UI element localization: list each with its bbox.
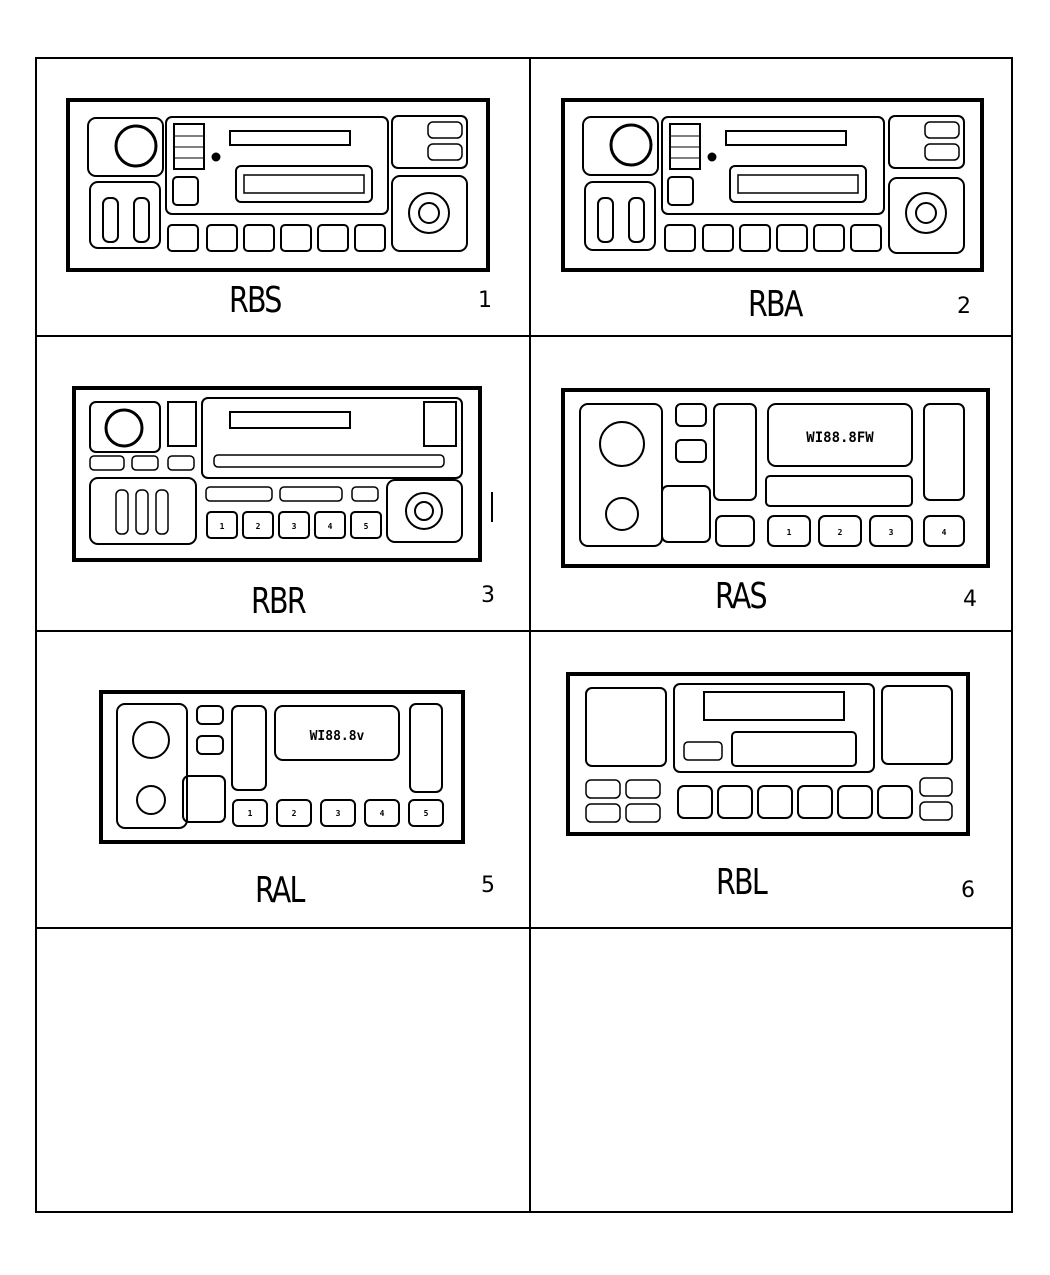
radio-illustration-rbr xyxy=(72,386,493,562)
radio-illustration-ras xyxy=(561,388,990,568)
ral-key-label-5: 5 xyxy=(424,809,429,818)
ral-key-label-3: 3 xyxy=(336,809,341,818)
ras-key-label-1: 1 xyxy=(787,528,792,537)
panel-number-6: 6 xyxy=(961,878,975,903)
ras-display-text: WI88.8FW xyxy=(806,430,874,446)
panel-number-2: 2 xyxy=(957,294,971,319)
panel-code-rba: RBA xyxy=(748,284,803,325)
radio-illustration-rbl xyxy=(566,672,970,836)
panel-code-ral: RAL xyxy=(255,870,305,911)
rbr-key-label-5: 5 xyxy=(364,522,369,531)
radio-illustration-rba xyxy=(561,98,984,272)
panel-number-1: 1 xyxy=(478,288,492,313)
ras-key-label-2: 2 xyxy=(838,528,843,537)
radio-illustration-ral xyxy=(99,690,465,844)
panel-code-rbr: RBR xyxy=(251,581,307,622)
panel-number-4: 4 xyxy=(963,587,977,612)
ral-key-label-1: 1 xyxy=(248,809,253,818)
ral-key-label-4: 4 xyxy=(380,809,385,818)
rbr-key-label-1: 1 xyxy=(220,522,225,531)
ras-key-label-3: 3 xyxy=(889,528,894,537)
panel-code-ras: RAS xyxy=(715,576,768,617)
ras-key-label-4: 4 xyxy=(942,528,947,537)
rbr-key-label-3: 3 xyxy=(292,522,297,531)
ral-display-text: WI88.8v xyxy=(310,729,365,744)
panel-number-5: 5 xyxy=(481,873,495,898)
panel-code-rbs: RBS xyxy=(229,280,282,321)
panel-code-rbl: RBL xyxy=(716,862,768,903)
ral-key-label-2: 2 xyxy=(292,809,297,818)
panel-number-3: 3 xyxy=(481,583,495,608)
rbr-key-label-2: 2 xyxy=(256,522,261,531)
radio-illustration-rbs xyxy=(66,98,490,272)
rbr-key-label-4: 4 xyxy=(328,522,333,531)
